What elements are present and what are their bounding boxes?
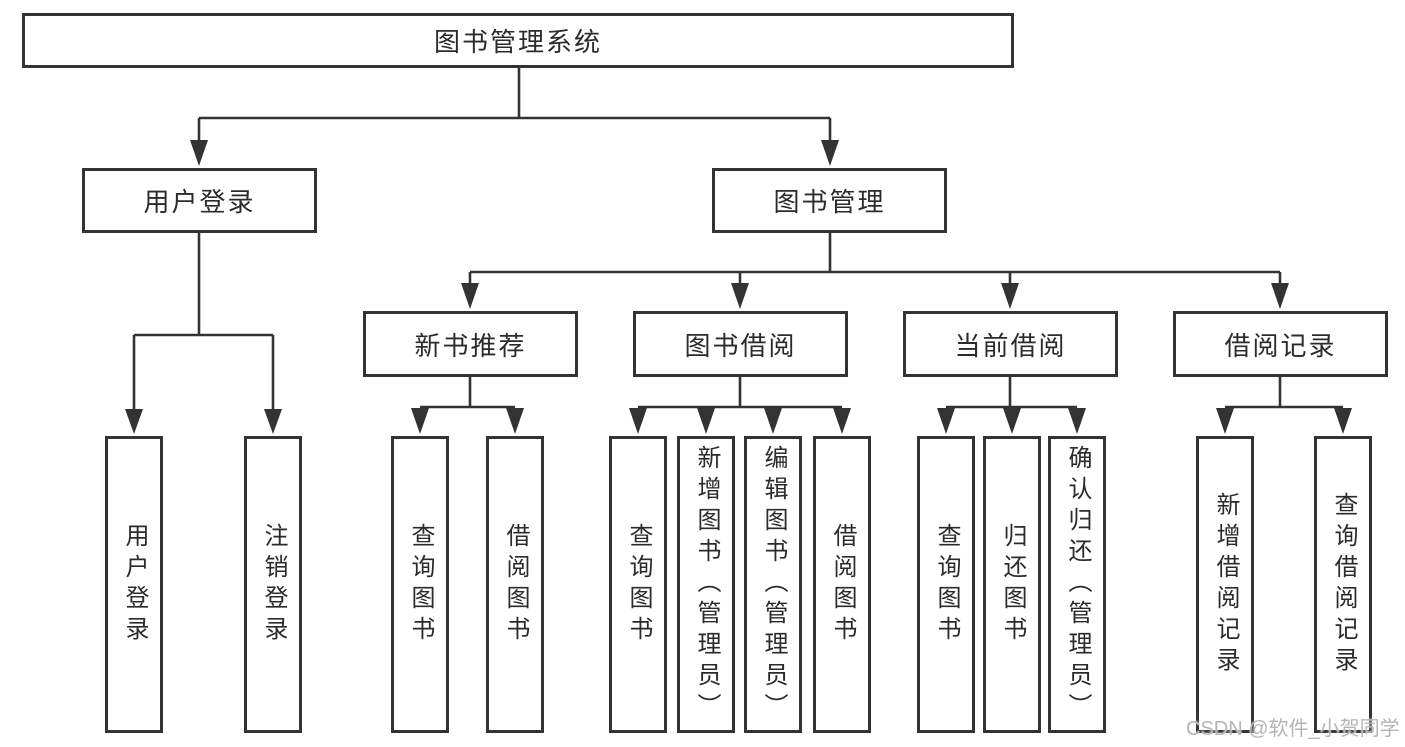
leaf-return-book: 归还图书 [983,436,1041,733]
leaf-borrow-book: 借阅图书 [813,436,871,733]
arrowhead [1001,283,1019,309]
node-user-login: 用户登录 [82,168,317,233]
node-book-borrow: 图书借阅 [633,311,848,377]
arrowhead [821,140,839,166]
arrowhead [731,283,749,309]
leaf-label: 借阅图书 [829,522,856,647]
leaf-label: 借阅图书 [502,522,529,647]
leaf-confirm-return-admin: 确认归还（管理员） [1048,436,1106,733]
leaf-label: 查询图书 [625,522,652,647]
leaf-label: 新增图书（管理员） [693,445,720,724]
arrowhead [190,140,208,166]
leaf-query-book: 查询图书 [391,436,449,733]
arrowhead [1334,408,1352,434]
leaf-label: 查询借阅记录 [1330,491,1357,678]
arrowhead [1216,408,1234,434]
arrowhead [833,408,851,434]
arrowhead [264,409,282,434]
leaf-label: 用户登录 [121,522,148,647]
leaf-user-login: 用户登录 [105,436,163,733]
arrowhead [506,408,524,434]
arrowhead [1068,408,1086,434]
leaf-label: 新增借阅记录 [1212,491,1239,678]
leaf-add-borrow-record: 新增借阅记录 [1196,436,1254,733]
arrowhead [461,283,479,309]
arrowhead [125,409,143,434]
leaf-borrow-book: 借阅图书 [486,436,544,733]
arrowhead [764,408,782,434]
node-borrow-record: 借阅记录 [1173,311,1388,377]
leaf-label: 查询图书 [933,522,960,647]
leaf-label: 注销登录 [260,522,287,647]
leaf-add-book-admin: 新增图书（管理员） [677,436,735,733]
leaf-query-borrow-record: 查询借阅记录 [1314,436,1372,733]
leaf-query-book: 查询图书 [917,436,975,733]
leaf-logout: 注销登录 [244,436,302,733]
node-new-book-recommend: 新书推荐 [363,311,578,377]
leaf-label: 查询图书 [407,522,434,647]
arrowhead [937,408,955,434]
leaf-label: 编辑图书（管理员） [760,445,787,724]
arrowhead [411,408,429,434]
node-current-borrow: 当前借阅 [903,311,1118,377]
arrowhead [629,408,647,434]
leaf-label: 确认归还（管理员） [1064,445,1091,724]
leaf-label: 归还图书 [999,522,1026,647]
csdn-watermark: CSDN @软件_小贺同学 [1186,718,1400,740]
leaf-query-book: 查询图书 [609,436,667,733]
leaf-edit-book-admin: 编辑图书（管理员） [744,436,802,733]
node-book-management: 图书管理 [712,168,947,233]
arrowhead [697,408,715,434]
node-system-root: 图书管理系统 [22,13,1014,68]
arrowhead [1003,408,1021,434]
arrowhead [1271,283,1289,309]
